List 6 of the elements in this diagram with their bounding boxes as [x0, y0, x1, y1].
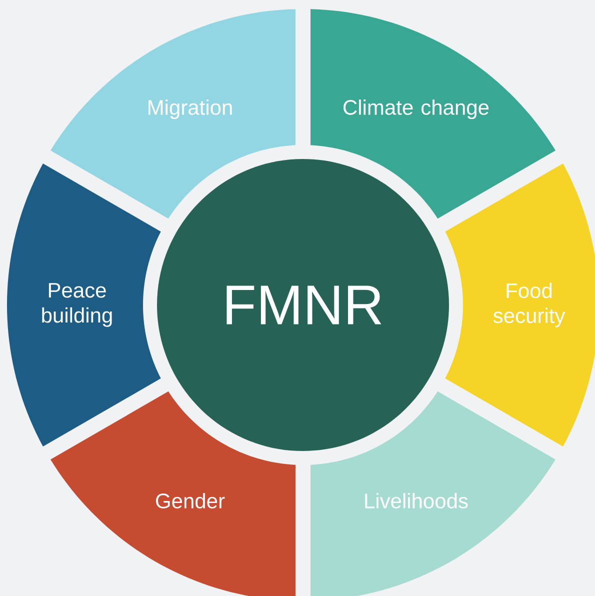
ring-segment: Gender — [50, 391, 296, 596]
ring-segment: Livelihoods — [310, 391, 556, 596]
ring-segment: Climate change — [310, 9, 556, 219]
ring-segment: Peace building — [7, 164, 161, 446]
ring-segment: Food security — [445, 164, 595, 446]
ring-segment: Migration — [50, 9, 296, 219]
